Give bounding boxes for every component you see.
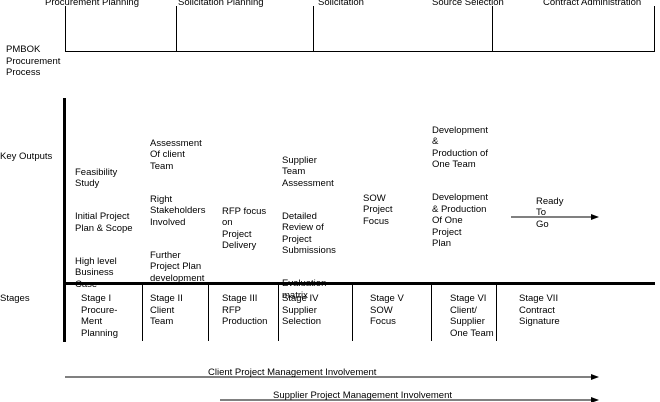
client-involvement-label: Client Project Management Involvement [208,367,377,378]
outputs-col-2: Assessment Of client Team Right Stakehol… [150,126,205,296]
stage-divider-4 [352,285,353,341]
stage-3: Stage III RFP Production [222,293,268,327]
main-vertical-axis [63,98,66,342]
output-detailed-review: Detailed Review of Project Submissions [282,210,336,257]
output-business-case: High level Business Case [75,255,117,290]
phase-contract-administration: Contract Administration [543,0,642,8]
process-divider-3 [492,6,493,52]
output-client-team-assessment: Assessment Of client Team [150,137,202,172]
outputs-col-6: Development & Production of One Team Dev… [432,113,488,261]
stage-divider-5 [431,285,432,341]
phase-procurement-planning: Procurement Planning [45,0,139,8]
phase-source-selection: Source Selection [432,0,504,8]
stage-divider-2 [208,285,209,341]
output-ready-to-go: Ready To Go [536,195,564,230]
output-one-project-plan: Development & Production Of One Project … [432,192,488,249]
output-sow-project-focus: SOW Project Focus [363,192,393,227]
stage-divider-1 [142,285,143,341]
process-divider-1 [176,6,177,52]
row-label-stages: Stages [0,293,30,304]
outputs-col-1: Feasibility Study Initial Project Plan &… [75,155,133,302]
row-label-outputs: Key Outputs [0,151,53,162]
stage-4: Stage IV Supplier Selection [282,293,322,327]
output-project-plan-development: Further Project Plan development [150,249,205,284]
phase-solicitation: Solicitation [318,0,364,8]
process-divider-2 [313,6,314,52]
phase-solicitation-planning: Solicitation Planning [178,0,264,8]
output-evaluation-matrix: Evaluation matrix [282,278,327,301]
stage-divider-line [63,282,655,285]
stage-7: Stage VII Contract Signature [519,293,560,327]
row-label-process: PMBOK Procurement Process [6,44,61,78]
output-right-stakeholders: Right Stakeholders Involved [150,193,206,228]
output-initial-project-plan: Initial Project Plan & Scope [75,211,133,234]
outputs-col-5: SOW Project Focus [363,181,393,239]
process-baseline [65,51,655,52]
output-one-team-production: Development & Production of One Team [432,124,488,171]
output-rfp-focus: RFP focus on Project Delivery [222,205,267,252]
stage-6: Stage VI Client/ Supplier One Team [450,293,494,339]
stage-2: Stage II Client Team [150,293,183,327]
output-supplier-team-assessment: Supplier Team Assessment [282,154,334,189]
stage-5: Stage V SOW Focus [370,293,404,327]
stage-1: Stage I Procure- Ment Planning [81,293,118,339]
outputs-col-4: Supplier Team Assessment Detailed Review… [282,143,336,313]
stage-divider-3 [278,285,279,341]
outputs-col-7: Ready To Go [536,184,563,242]
process-bracket-right [654,6,655,52]
output-feasibility-study: Feasibility Study [75,166,118,190]
supplier-involvement-label: Supplier Project Management Involvement [273,390,453,401]
outputs-col-3: RFP focus on Project Delivery [222,194,266,263]
process-bracket-left [65,6,66,52]
stage-divider-6 [496,285,497,341]
